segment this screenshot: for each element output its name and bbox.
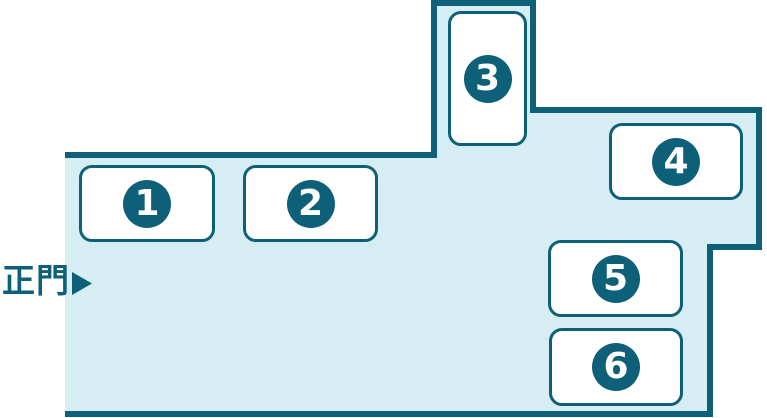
- main-gate-label: 正門: [2, 261, 70, 300]
- building-box-4: 4: [609, 123, 743, 200]
- building-box-2: 2: [243, 165, 378, 242]
- building-box-3: 3: [448, 11, 527, 146]
- building-box-6: 6: [549, 328, 683, 406]
- gate-arrow-icon: [72, 272, 92, 295]
- building-box-1: 1: [79, 165, 215, 242]
- building-number-badge-3: 3: [463, 54, 512, 103]
- building-number-badge-1: 1: [123, 179, 171, 228]
- building-number-badge-5: 5: [591, 254, 640, 303]
- building-number-badge-6: 6: [592, 343, 640, 391]
- site-border: [65, 0, 762, 417]
- building-number-badge-2: 2: [286, 179, 335, 228]
- building-number-badge-4: 4: [652, 137, 700, 186]
- building-box-5: 5: [548, 240, 683, 317]
